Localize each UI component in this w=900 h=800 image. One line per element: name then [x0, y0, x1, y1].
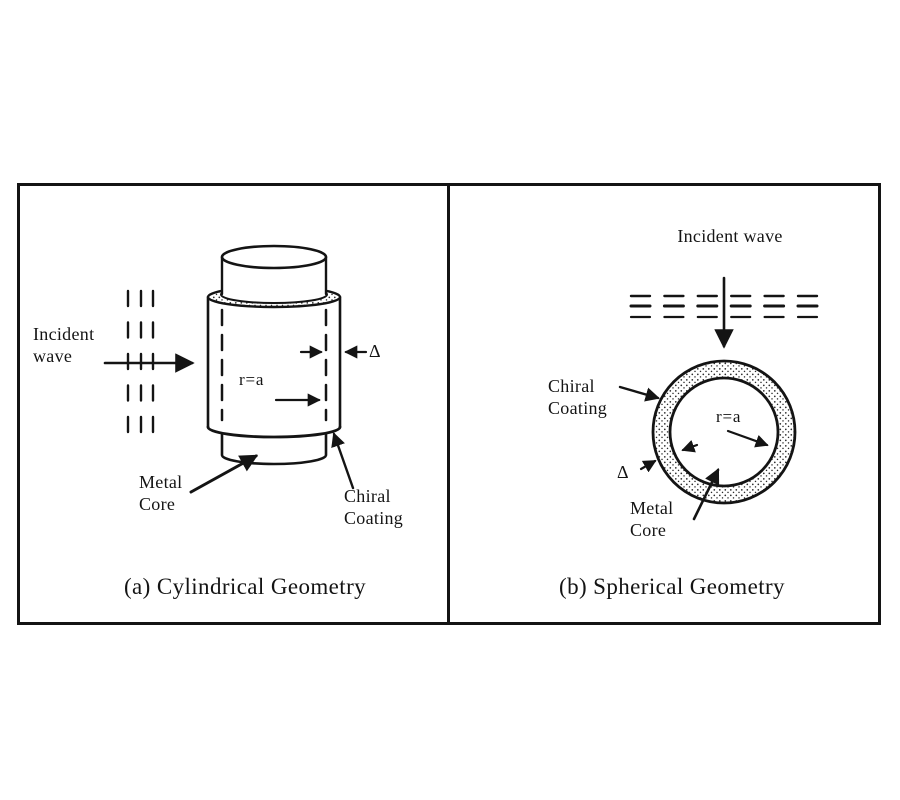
cylinder-coating-body-fill — [208, 297, 340, 437]
cylinder-top-core-cap — [220, 244, 328, 270]
r-a-arrow — [726, 429, 769, 448]
chiral-coating-arrow — [618, 385, 660, 402]
incident-wave-label: Incident wave — [33, 324, 95, 366]
chiral-coating-label: Chiral Coating — [344, 486, 404, 528]
figure-drawing — [103, 244, 819, 521]
cylinder-diagram — [103, 244, 368, 494]
caption-cylindrical-geometry: (a) Cylindrical Geometry — [123, 574, 367, 599]
panel-divider — [447, 186, 450, 622]
chiral-coating-arrow — [331, 432, 355, 490]
r-equals-a-label: r=a — [239, 370, 265, 389]
sphere-diagram — [618, 276, 819, 521]
metal-core-arrow — [692, 468, 720, 521]
caption-spherical-geometry: (b) Spherical Geometry — [559, 574, 785, 599]
metal-core-label: Metal Core — [139, 472, 183, 514]
delta-arrow-outer — [639, 459, 657, 473]
metal-core-arrow — [189, 454, 259, 494]
delta-arrow-inner — [681, 439, 699, 453]
figure-frame: Incident wave r=a Δ Metal Core Chiral Co… — [17, 183, 881, 625]
sphere-core-boundary — [668, 376, 780, 488]
cylinder-coating-bottom-edge — [206, 425, 342, 439]
r-equals-a-label: r=a — [716, 407, 742, 426]
delta-label: Δ — [369, 341, 381, 361]
delta-label: Δ — [617, 462, 629, 482]
metal-core-label: Metal Core — [630, 498, 674, 540]
incident-wave-label: Incident wave — [677, 226, 783, 246]
chiral-coating-label: Chiral Coating — [548, 376, 608, 418]
